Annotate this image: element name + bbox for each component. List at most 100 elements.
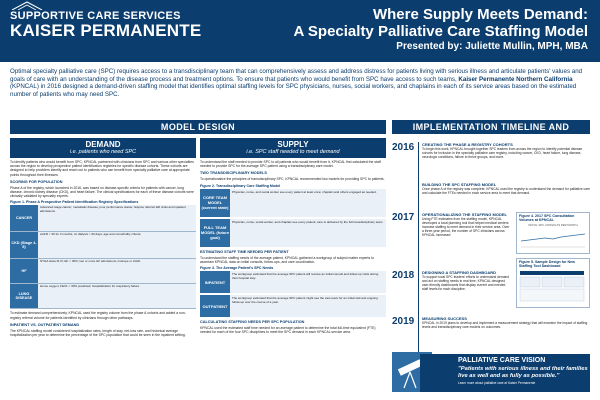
criteria-row: CKD (Stage 4-5) eGFR < 30 for 3 months; …: [10, 232, 196, 260]
criteria-row: HF NYHA class III-IV; EF < 30%; two or m…: [10, 259, 196, 285]
criteria-table: CANCER Advanced stage cancer; metastatic…: [10, 205, 196, 310]
timeline-event: BUILDING THE SPC STAFFING MODEL Once pha…: [422, 182, 590, 195]
criteria-items: NYHA class III-IV; EF < 30%; two or more…: [38, 259, 196, 284]
event-title: MEASURING SUCCESS: [422, 316, 467, 321]
criteria-items: Home oxygen; FEV1 < 30% predicted; hospi…: [38, 284, 196, 309]
dashboard-header-bar: [520, 271, 584, 275]
title-line-2: A Specialty Palliative Care Staffing Mod…: [293, 23, 588, 40]
supply-para-2: To operationalize the principles of tran…: [200, 177, 385, 182]
demand-inpatient-heading: INPATIENT VS. OUTPATIENT DEMAND: [10, 322, 80, 327]
supply-para-4: KPNCAL used the estimated staff time nee…: [200, 326, 376, 335]
supply-calc-heading: CALCULATING STAFFING NEEDS PER SPC POPUL…: [200, 320, 305, 325]
model-tag: FULL TEAM MODEL (future goal): [200, 218, 230, 247]
intro-text: Optimal specialty palliative care (SPC) …: [10, 68, 583, 83]
criteria-tag: CKD (Stage 4-5): [10, 232, 38, 259]
presenter-line: Presented by: Juliette Mullin, MPH, MBA: [396, 41, 588, 52]
demand-scoring-heading: SCORING FOR POPULATION: [10, 179, 63, 184]
poster-title: Where Supply Meets Demand: A Specialty P…: [258, 6, 588, 54]
needs-row: OUTPATIENT The workgroup estimated that …: [200, 295, 386, 318]
vision-quote: "Patients with serious illness and their…: [458, 366, 588, 379]
header-banner: SUPPORTIVE CARE SERVICES KAISER PERMANEN…: [0, 0, 600, 62]
event-text: To support local SPC leaders' efforts to…: [422, 275, 510, 292]
vision-title: PALLIATIVE CARE VISION: [458, 357, 546, 364]
chart-series-line: [520, 233, 586, 242]
supply-subtitle: i.e. SPC staff needed to meet demand: [246, 149, 340, 155]
event-title: CREATING THE PHASE A REGISTRY COHORTS: [422, 142, 513, 147]
chart-inner-title: INITIAL SPC CONSULTS PER MONTH: [528, 223, 578, 227]
event-title: DESIGNING A STAFFING DASHBOARD: [422, 270, 497, 275]
intro-bold: Kaiser Permanente Northern California: [458, 75, 573, 83]
supply-para-1: To understand the staff needed to provid…: [200, 160, 381, 169]
volume-line-chart: [520, 233, 586, 248]
needs-tag: OUTPATIENT: [200, 295, 230, 318]
demand-column: DEMAND i.e. patients who need SPC To ide…: [10, 138, 196, 394]
vision-panel: PALLIATIVE CARE VISION "Patients with se…: [420, 354, 590, 392]
criteria-row: LUNG DISEASE Home oxygen; FEV1 < 30% pre…: [10, 284, 196, 310]
year-2017: 2017: [392, 212, 415, 223]
dashboard-panel: [563, 276, 585, 288]
dashboard-panel: [519, 276, 541, 288]
event-text: KPNCAL in 2019 plans to develop and impl…: [422, 321, 588, 330]
criteria-tag: HF: [10, 259, 38, 284]
timeline-event: OPERATIONALIZING THE STAFFING MODEL Usin…: [422, 212, 512, 237]
year-2018: 2018: [392, 270, 415, 281]
supply-para-3: To understand the staffing needs of the …: [200, 255, 374, 264]
model-row: CORE TEAM MODEL (current state) Physicia…: [200, 188, 386, 217]
demand-para-1: To identify patients who would benefit f…: [10, 160, 194, 177]
model-row: FULL TEAM MODEL (future goal) Physician,…: [200, 218, 386, 247]
figure-4-chart: Figure 4. 2017 SPC Consultation Volumes …: [516, 212, 590, 254]
dashboard-panel: [541, 276, 563, 288]
figure-4-caption: Figure 4. 2017 SPC Consultation Volumes …: [519, 214, 575, 222]
event-text: Using FTE estimates from the staffing mo…: [422, 217, 510, 238]
figure-3-caption: Figure 3. The Average Patient's SPC Need…: [200, 266, 274, 271]
timeline-event: DESIGNING A STAFFING DASHBOARD To suppor…: [422, 270, 512, 291]
model-body: Physician, nurse, and social worker see …: [230, 188, 386, 217]
vision-subtext: Learn more about palliative care at Kais…: [458, 381, 536, 385]
needs-body: The workgroup estimated that the average…: [230, 271, 386, 294]
intro-rest: (KPNCAL) in 2016 designed a demand-drive…: [10, 83, 577, 98]
title-line-1: Where Supply Meets Demand:: [372, 6, 588, 23]
figure-5-dashboard: Figure 5. Sample Design for New Staffing…: [516, 258, 590, 308]
supply-estimate-heading: ESTIMATING STAFF TIME NEEDED PER PATIENT: [200, 249, 289, 254]
event-title: BUILDING THE SPC STAFFING MODEL: [422, 182, 497, 187]
needs-row: INPATIENT The workgroup estimated that t…: [200, 271, 386, 294]
brand-line-2: KAISER PERMANENTE: [10, 21, 202, 40]
needs-body: The workgroup estimated that the average…: [230, 295, 386, 318]
criteria-tag: CANCER: [10, 205, 38, 232]
criteria-items: Advanced stage cancer; metastatic diseas…: [38, 205, 196, 232]
criteria-tag: LUNG DISEASE: [10, 284, 38, 309]
model-body: Physician, nurse, social worker, and cha…: [230, 218, 386, 247]
timeline-event: CREATING THE PHASE A REGISTRY COHORTS To…: [422, 142, 590, 159]
figure-2-caption: Figure 2. Transdisciplinary Care Staffin…: [200, 183, 281, 188]
event-text: Once phase A of the registry was complet…: [422, 187, 590, 196]
supply-teams-heading: TWO TRANSDISCIPLINARY MODELS: [200, 171, 267, 176]
brand-line-1: SUPPORTIVE CARE SERVICES: [10, 10, 181, 22]
timeline-bar: IMPLEMENTATION TIMELINE AND OUTCOMES: [392, 120, 590, 146]
demand-title: DEMAND: [85, 140, 121, 149]
timeline-line: [418, 142, 419, 362]
dashboard-mockup: [519, 271, 585, 302]
supply-column: SUPPLY i.e. SPC staff needed to meet dem…: [200, 138, 386, 394]
implementation-timeline: 2016 CREATING THE PHASE A REGISTRY COHOR…: [392, 142, 590, 390]
figure-5-caption: Figure 5. Sample Design for New Staffing…: [519, 260, 575, 268]
supply-title: SUPPLY: [277, 140, 309, 149]
event-title: OPERATIONALIZING THE STAFFING MODEL: [422, 212, 507, 217]
demand-subtitle: i.e. patients who need SPC: [69, 149, 137, 155]
criteria-row: CANCER Advanced stage cancer; metastatic…: [10, 205, 196, 233]
year-2016: 2016: [392, 142, 415, 153]
kp-logo-icon: [11, 1, 43, 10]
demand-header: DEMAND i.e. patients who need SPC: [10, 138, 196, 158]
event-text: To begin this work, KPNCAL brought toget…: [422, 147, 583, 160]
needs-tag: INPATIENT: [200, 271, 230, 294]
model-tag: CORE TEAM MODEL (current state): [200, 188, 230, 217]
demand-para-2: Phase A of the registry, which launched …: [10, 185, 194, 199]
figure-1-caption: Figure 1. Phase A Prospective Patient Id…: [10, 200, 139, 205]
demand-para-4: The KPNCAL staffing model considered hos…: [10, 328, 186, 338]
dashboard-table: [519, 288, 585, 302]
supply-header: SUPPLY i.e. SPC staff needed to meet dem…: [200, 138, 386, 158]
model-design-bar: MODEL DESIGN: [10, 120, 386, 134]
timeline-event: MEASURING SUCCESS KPNCAL in 2019 plans t…: [422, 316, 590, 329]
intro-paragraph: Optimal specialty palliative care (SPC) …: [10, 68, 590, 98]
year-2019: 2019: [392, 316, 415, 327]
demand-para-3: To estimate demand comprehensively, KPNC…: [10, 311, 186, 320]
